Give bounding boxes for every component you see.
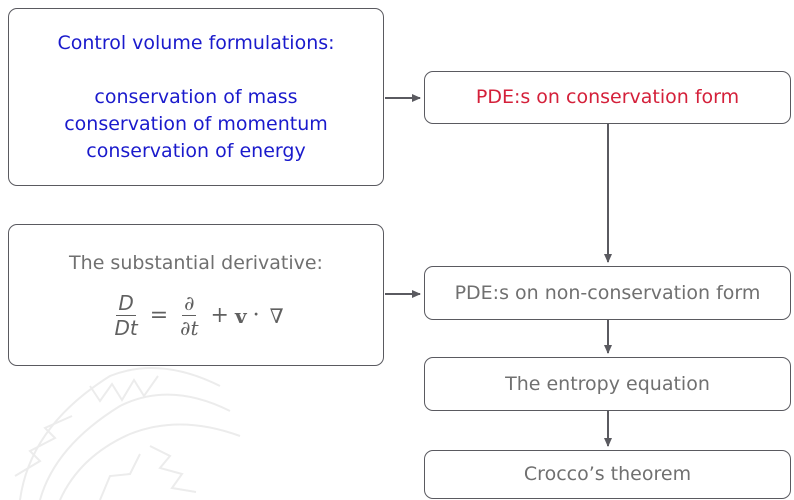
formula-plus: + [210, 303, 229, 328]
conservation-of-mass: conservation of mass [94, 85, 298, 108]
control-volume-heading: Control volume formulations: [57, 31, 335, 54]
non-conservation-form-label: PDE:s on non-conservation form [454, 281, 761, 304]
conservation-form-box: PDE:s on conservation form [424, 71, 791, 124]
formula-lhs-denominator: Dt [114, 316, 138, 340]
conservation-of-energy: conservation of energy [86, 139, 306, 162]
croccos-theorem-box: Crocco’s theorem [424, 450, 791, 499]
formula-dot: · [252, 303, 260, 328]
entropy-equation-box: The entropy equation [424, 357, 791, 411]
substantial-derivative-box: The substantial derivative: D Dt = ∂ ∂t … [8, 224, 384, 366]
control-volume-box: Control volume formulations: conservatio… [8, 8, 384, 186]
formula-lhs-fraction: D Dt [112, 291, 139, 340]
formula-rhs-numerator: ∂ [182, 291, 197, 316]
croccos-theorem-label: Crocco’s theorem [523, 463, 692, 485]
formula-nabla: ∇ [269, 303, 284, 328]
formula-rhs-denominator: ∂t [180, 316, 199, 340]
non-conservation-form-box: PDE:s on non-conservation form [424, 266, 791, 320]
formula-equals: = [149, 303, 169, 328]
entropy-equation-label: The entropy equation [505, 372, 710, 395]
substantial-derivative-formula: D Dt = ∂ ∂t + v · ∇ [108, 291, 283, 340]
formula-velocity-vector: v [234, 303, 247, 328]
conservation-form-label: PDE:s on conservation form [475, 86, 740, 108]
conservation-of-momentum: conservation of momentum [64, 112, 328, 135]
watermark-seal [14, 367, 241, 500]
formula-lhs-numerator: D [116, 291, 136, 316]
substantial-derivative-heading: The substantial derivative: [69, 252, 323, 274]
formula-rhs-fraction: ∂ ∂t [178, 291, 200, 340]
